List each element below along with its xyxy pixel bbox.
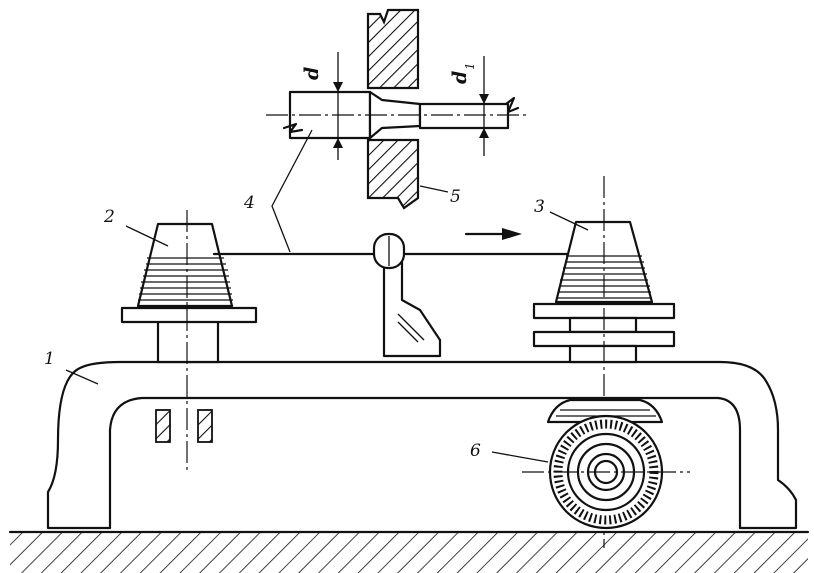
guide-roller [372,232,442,358]
label-wire: 4 [243,193,255,213]
left-guide [155,409,213,443]
label-diameter-d1-sub: 1 [463,62,477,70]
drawing-die-detail [266,8,530,210]
label-diameter-d1: d [449,71,471,84]
label-spool-left: 2 [103,207,115,227]
leader-lines [65,129,589,463]
spool-left [120,210,258,470]
motion-arrow [464,228,522,240]
label-drive: 6 [470,441,481,461]
ground [8,530,810,573]
label-die: 5 [450,187,461,207]
frame-bed [46,360,798,530]
label-spool-right: 3 [534,197,545,217]
label-frame: 1 [44,349,55,369]
label-diameter-d: d [301,67,323,80]
labels: 1 2 3 4 5 6 d d 1 [44,62,545,461]
worm-gear-drive [522,398,690,530]
spool-right [532,176,676,548]
